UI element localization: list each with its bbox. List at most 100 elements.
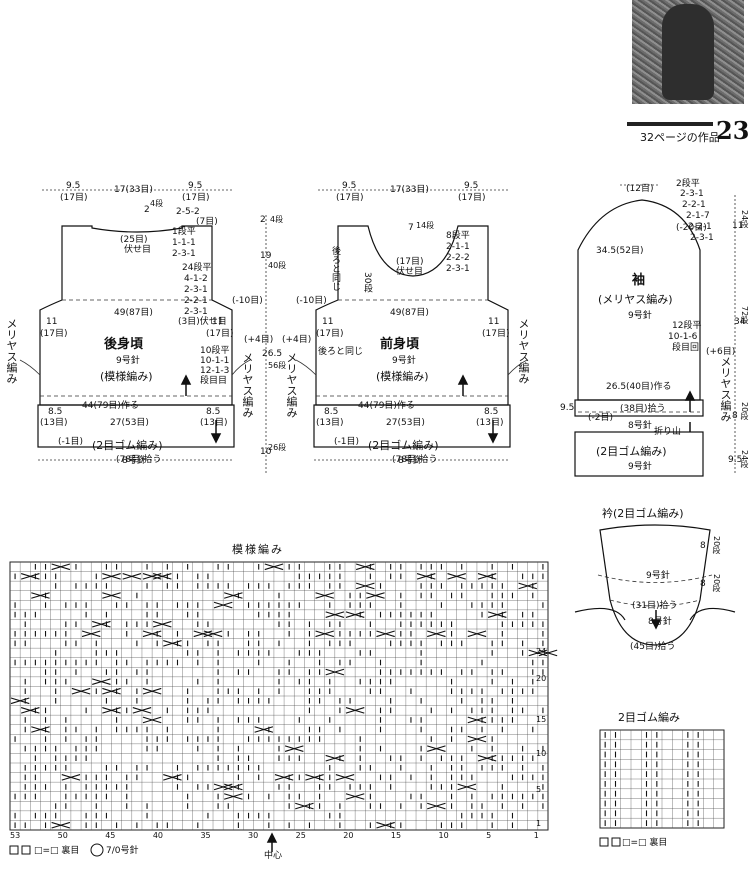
sleeve-h-b: 9.5 — [728, 455, 743, 465]
chart-legend-purl: □=□ 裏目 — [34, 846, 80, 856]
back-armhole-1: 4-1-2 — [184, 274, 208, 284]
chart-center: 中心 — [264, 851, 283, 861]
back-armhole-head: 24段平 — [182, 263, 212, 273]
back-hem-right: 8.5 — [206, 407, 221, 417]
cable-cross-mark — [102, 573, 121, 580]
cable-cross-mark — [467, 630, 487, 638]
front-rib-pickup: (78目)拾う — [392, 455, 438, 465]
cable-cross-mark — [376, 630, 395, 638]
chart-col-label: 25 — [295, 831, 306, 840]
sleeve-cap-6: 2-3-1 — [690, 233, 714, 243]
back-hem-left: 8.5 — [48, 407, 63, 417]
chart-row-label: 5 — [536, 785, 542, 794]
rib-chart-title: 2目ゴム編み — [618, 711, 680, 724]
cable-cross-mark — [20, 573, 40, 580]
front-title: 前身頃 — [380, 337, 420, 352]
cable-cross-mark — [163, 640, 182, 647]
header-rule — [627, 122, 713, 126]
cable-cross-mark — [31, 726, 50, 733]
front-neck-depth: 7 — [408, 223, 414, 233]
back-shoulder-left: 9.5 — [66, 181, 81, 191]
sleeve-inc-1: 12段平 — [672, 321, 702, 331]
cable-cross-mark — [427, 802, 446, 810]
sleeve-h-a: 8 — [732, 411, 738, 421]
back-armhole-2: 2-3-1 — [184, 285, 208, 295]
model-photo — [632, 0, 744, 104]
chart-col-label: 50 — [57, 831, 68, 840]
back-title: 後身頃 — [104, 337, 144, 352]
chart-col-label: 45 — [105, 831, 116, 840]
collar-needle-top: 9号針 — [646, 571, 670, 581]
cable-cross-mark — [345, 793, 365, 800]
front-side-left-sts: (17目) — [316, 329, 344, 339]
cable-cross-mark — [274, 774, 294, 781]
collar-outline — [599, 524, 711, 646]
back-hem-center: 27(53目) — [110, 418, 149, 428]
back-side-label-left: メリヤス編み — [5, 318, 18, 384]
back-armhole-4: 2-3-1 — [184, 307, 208, 317]
back-rib — [37, 404, 235, 448]
chart-row-label: 20 — [536, 674, 547, 683]
cable-cross-mark — [51, 563, 71, 571]
collar-h2: 20段 — [712, 574, 721, 593]
back-neck-rows: 2 — [144, 205, 150, 215]
cable-cross-mark — [20, 707, 40, 714]
front-shoulder-right: 9.5 — [464, 181, 479, 191]
sleeve-inc-2: 10-1-6 — [668, 332, 698, 342]
height-5: 10 — [260, 447, 272, 457]
front-side-label-left: メリヤス編み — [285, 352, 298, 418]
cable-cross-mark — [224, 592, 243, 599]
cable-cross-mark — [132, 707, 152, 714]
cable-cross-mark — [142, 687, 162, 695]
chart-col-label: 30 — [248, 831, 259, 840]
sleeve-outline — [577, 199, 701, 401]
cable-cross-mark — [10, 697, 30, 705]
sleeve-cap-4: 2-1-7 — [686, 211, 710, 221]
front-hem-width: 44(79目)作る — [358, 401, 415, 411]
front-back-same: 後ろと同じ — [330, 246, 340, 291]
back-armhole-3: 2-2-1 — [184, 296, 208, 306]
cable-cross-mark — [122, 573, 142, 580]
cable-cross-mark — [538, 649, 558, 657]
back-rib-pickup: (78目)拾う — [116, 455, 162, 465]
back-armhole-bo: (3目)伏せ目 — [178, 317, 227, 327]
cable-cross-mark — [427, 745, 446, 752]
front-neck-center: (17目) — [396, 257, 424, 267]
collar-h1n: 8 — [700, 541, 706, 551]
back-shoulder-right: 9.5 — [188, 181, 203, 191]
back-side-shaping-1: 10段平 — [200, 346, 230, 356]
chart-row-label: 15 — [536, 715, 547, 724]
chart-legend-cable: 7/0号針 — [106, 846, 139, 856]
front-neck-depth-u: 14段 — [416, 221, 435, 230]
chart-col-label: 10 — [438, 831, 449, 840]
front-hem-left: 8.5 — [324, 407, 339, 417]
front-neck-width: 17(33目) — [390, 185, 429, 195]
front-shoulder-left: 9.5 — [342, 181, 357, 191]
cable-cross-mark — [355, 563, 375, 571]
chart-row-label: 10 — [536, 749, 547, 758]
sleeve-stitch: (メリヤス編み) — [598, 293, 673, 306]
front-width: 49(87目) — [390, 308, 429, 318]
front-neck-1: 8段平 — [446, 231, 470, 241]
sleeve-width: 34.5(52目) — [596, 246, 644, 256]
front-rib — [313, 404, 511, 448]
front-hem-center: 27(53目) — [386, 418, 425, 428]
front-neck-4: 2-3-1 — [446, 264, 470, 274]
height-1-unit: 4段 — [270, 215, 284, 224]
sleeve-h-a-u: 20段 — [740, 402, 749, 421]
chart-col-label: 15 — [390, 831, 402, 840]
sleeve-len-u: 72段 — [740, 306, 749, 325]
sleeve-cap-3: 2-2-1 — [682, 200, 706, 210]
collar-title: 衿(2目ゴム編み) — [602, 507, 684, 520]
back-side-left-sts: (17目) — [40, 329, 68, 339]
front-hem-left-sts: (13目) — [316, 418, 344, 428]
front-rib-dec: (-1目) — [334, 437, 359, 447]
sleeve-cuff-width: 26.5(40目)作る — [606, 382, 672, 392]
cable-cross-mark — [325, 754, 345, 762]
sleeve-title: 袖 — [632, 273, 646, 288]
collar-pick-bot: (45目)拾う — [630, 642, 676, 652]
back-side-shaping-4: 段目目 — [200, 376, 228, 386]
front-neck-bo: 伏せ目 — [396, 267, 424, 277]
cable-cross-mark — [284, 745, 304, 752]
front-outline — [315, 225, 509, 406]
